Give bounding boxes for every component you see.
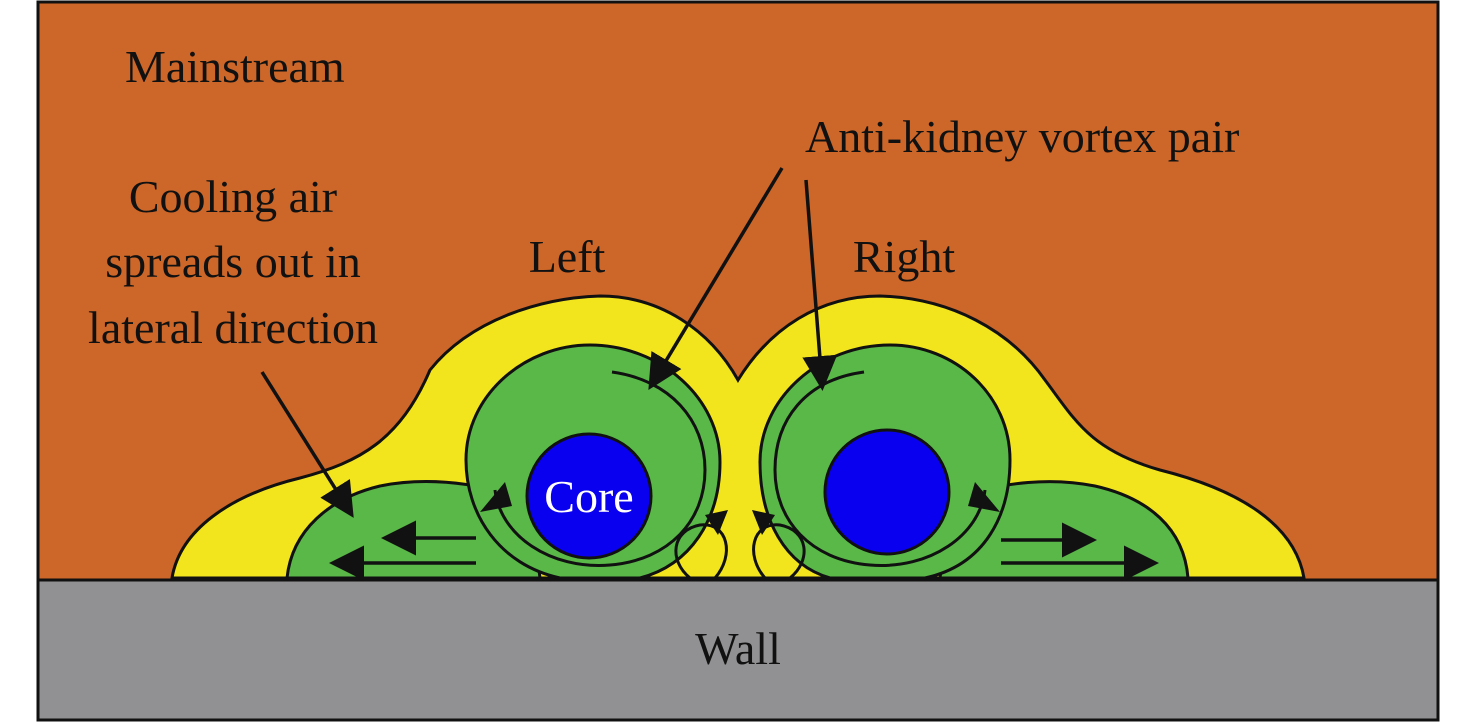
right-small-loop (752, 523, 806, 580)
left-small-loop-arrow (705, 510, 728, 535)
right-core (823, 428, 951, 556)
cooling-label-line-2: spreads out in (105, 236, 361, 287)
anti-kidney-label: Anti-kidney vortex pair (805, 111, 1239, 162)
right-small-loop-arrow (752, 510, 775, 535)
left-core (525, 432, 653, 560)
anti-kidney-right-pointer-arrow (802, 179, 838, 391)
right-vortex-curl (773, 370, 987, 567)
cooling-label-line-3: lateral direction (88, 302, 378, 353)
right-curl-arrowhead (968, 482, 1000, 512)
cooling-air-pointer-arrow (260, 371, 354, 518)
wall-label: Wall (695, 623, 781, 674)
left-vortex-curl (493, 370, 707, 567)
diagram-frame (36, 0, 1440, 722)
right-vortex-label: Right (853, 231, 955, 282)
anti-kidney-left-pointer-arrow (648, 167, 784, 390)
left-curl-arrowhead (480, 482, 512, 512)
left-vortex-label: Left (529, 231, 606, 282)
wall-region (38, 580, 1438, 720)
cooling-label-line-1: Cooling air (129, 171, 337, 222)
core-label: Core (544, 471, 633, 522)
left-small-loop (674, 523, 728, 580)
mainstream-label: Mainstream (125, 41, 345, 92)
